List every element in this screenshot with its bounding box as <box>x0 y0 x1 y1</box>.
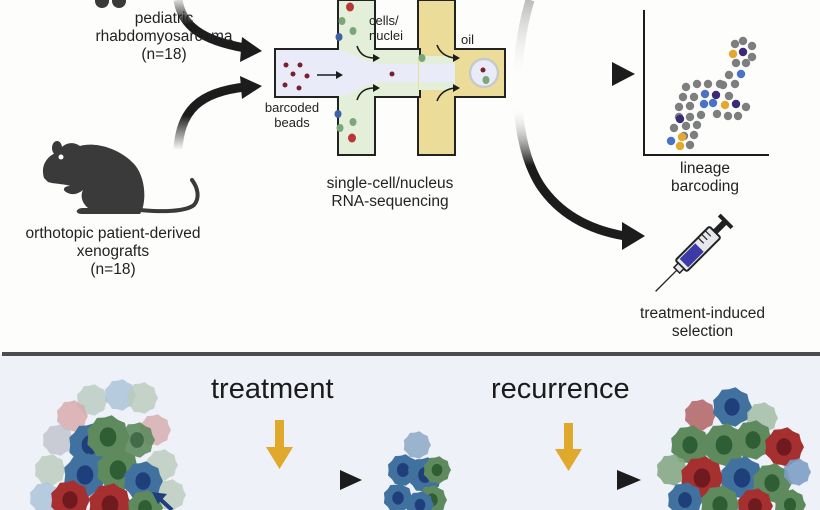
scatter-dot <box>720 100 730 110</box>
scatter-dot <box>674 102 684 112</box>
treatment-label: treatment <box>211 373 334 405</box>
scatter-dot <box>692 79 702 89</box>
arrow-xenograft-to-chip <box>173 76 262 151</box>
xenograft-count: (n=18) <box>90 261 136 279</box>
scatter-dot <box>741 102 751 112</box>
mouse-icon <box>42 141 200 214</box>
patient-count: (n=18) <box>141 46 187 64</box>
scatter-dot <box>724 70 734 80</box>
xenograft-label-line2: xenografts <box>76 243 150 261</box>
scatter-dot <box>689 130 699 140</box>
scatter-dot <box>741 58 751 68</box>
arrow-to-outputs <box>513 0 645 250</box>
scatter-dot <box>675 114 685 124</box>
clone-pointer-arrow <box>152 492 174 510</box>
beads-label: barcoded beads <box>264 100 320 130</box>
treatment-arrows <box>192 420 641 490</box>
xenograft-label-line1: orthotopic patient-derived <box>25 225 201 242</box>
cells-label: cells/ nuclei <box>369 13 403 43</box>
recurrence-label: recurrence <box>491 373 630 405</box>
panel-divider <box>2 352 820 356</box>
scatter-dot <box>700 89 710 99</box>
microfluidic-chip <box>274 0 506 156</box>
oil-label: oil <box>461 32 475 47</box>
scatter-dot <box>675 141 685 151</box>
scatter-dot <box>708 98 718 108</box>
arrow-patient-to-chip <box>173 0 262 62</box>
scatter-dot <box>724 91 734 101</box>
scatter-dot <box>685 101 695 111</box>
xenograft-label: orthotopic patient-derived xenografts (n… <box>0 225 226 279</box>
scatter-dot <box>715 79 725 89</box>
patient-label: pediatric rhabdomyosarcoma (n=18) <box>64 10 264 64</box>
patient-label-line1: pediatric <box>134 10 194 27</box>
scatter-dot <box>736 69 746 79</box>
syringe-icon <box>655 213 734 292</box>
chip-title: single-cell/nucleus RNA-sequencing <box>326 175 454 211</box>
scatter-dot <box>747 52 757 62</box>
patient-label-line2: rhabdomyosarcoma <box>95 28 233 46</box>
scatter-dot <box>738 47 748 57</box>
scatter-dot <box>728 49 738 59</box>
scatter-dot <box>685 140 695 150</box>
scatter-dot <box>685 112 695 122</box>
scatter-dot <box>677 132 687 142</box>
primary-tumor <box>30 379 186 510</box>
scatter-dot <box>692 120 702 130</box>
scatter-dot <box>678 92 688 102</box>
scatter-dot <box>712 109 722 119</box>
recurrence-down-arrow <box>564 423 573 449</box>
scatter-dot <box>730 79 740 89</box>
scatter-dot <box>738 36 748 46</box>
scatter-dot <box>747 41 757 51</box>
scatter-dot <box>681 121 691 131</box>
scatter-dot <box>703 79 713 89</box>
scatter-dot <box>733 111 743 121</box>
scatter-dot <box>681 82 691 92</box>
treatment-down-arrow <box>275 420 284 447</box>
scatter-dot <box>669 123 679 133</box>
scatter-dot <box>689 92 699 102</box>
scatter-dot <box>731 99 741 109</box>
lineage-label: lineage barcoding <box>670 160 740 196</box>
scatter-dot <box>730 39 740 49</box>
scatter-dot <box>699 99 709 109</box>
scatter-plot-icon <box>643 10 769 156</box>
scatter-dot <box>723 111 733 121</box>
scatter-dot <box>696 110 706 120</box>
scatter-dot <box>731 58 741 68</box>
patient-icon <box>95 0 126 8</box>
residual-tumor <box>383 431 451 510</box>
scatter-dot <box>711 90 721 100</box>
recurrent-tumor <box>657 387 811 510</box>
scatter-dot <box>666 136 676 146</box>
treatment-selection-label: treatment-induced selection <box>640 305 765 341</box>
